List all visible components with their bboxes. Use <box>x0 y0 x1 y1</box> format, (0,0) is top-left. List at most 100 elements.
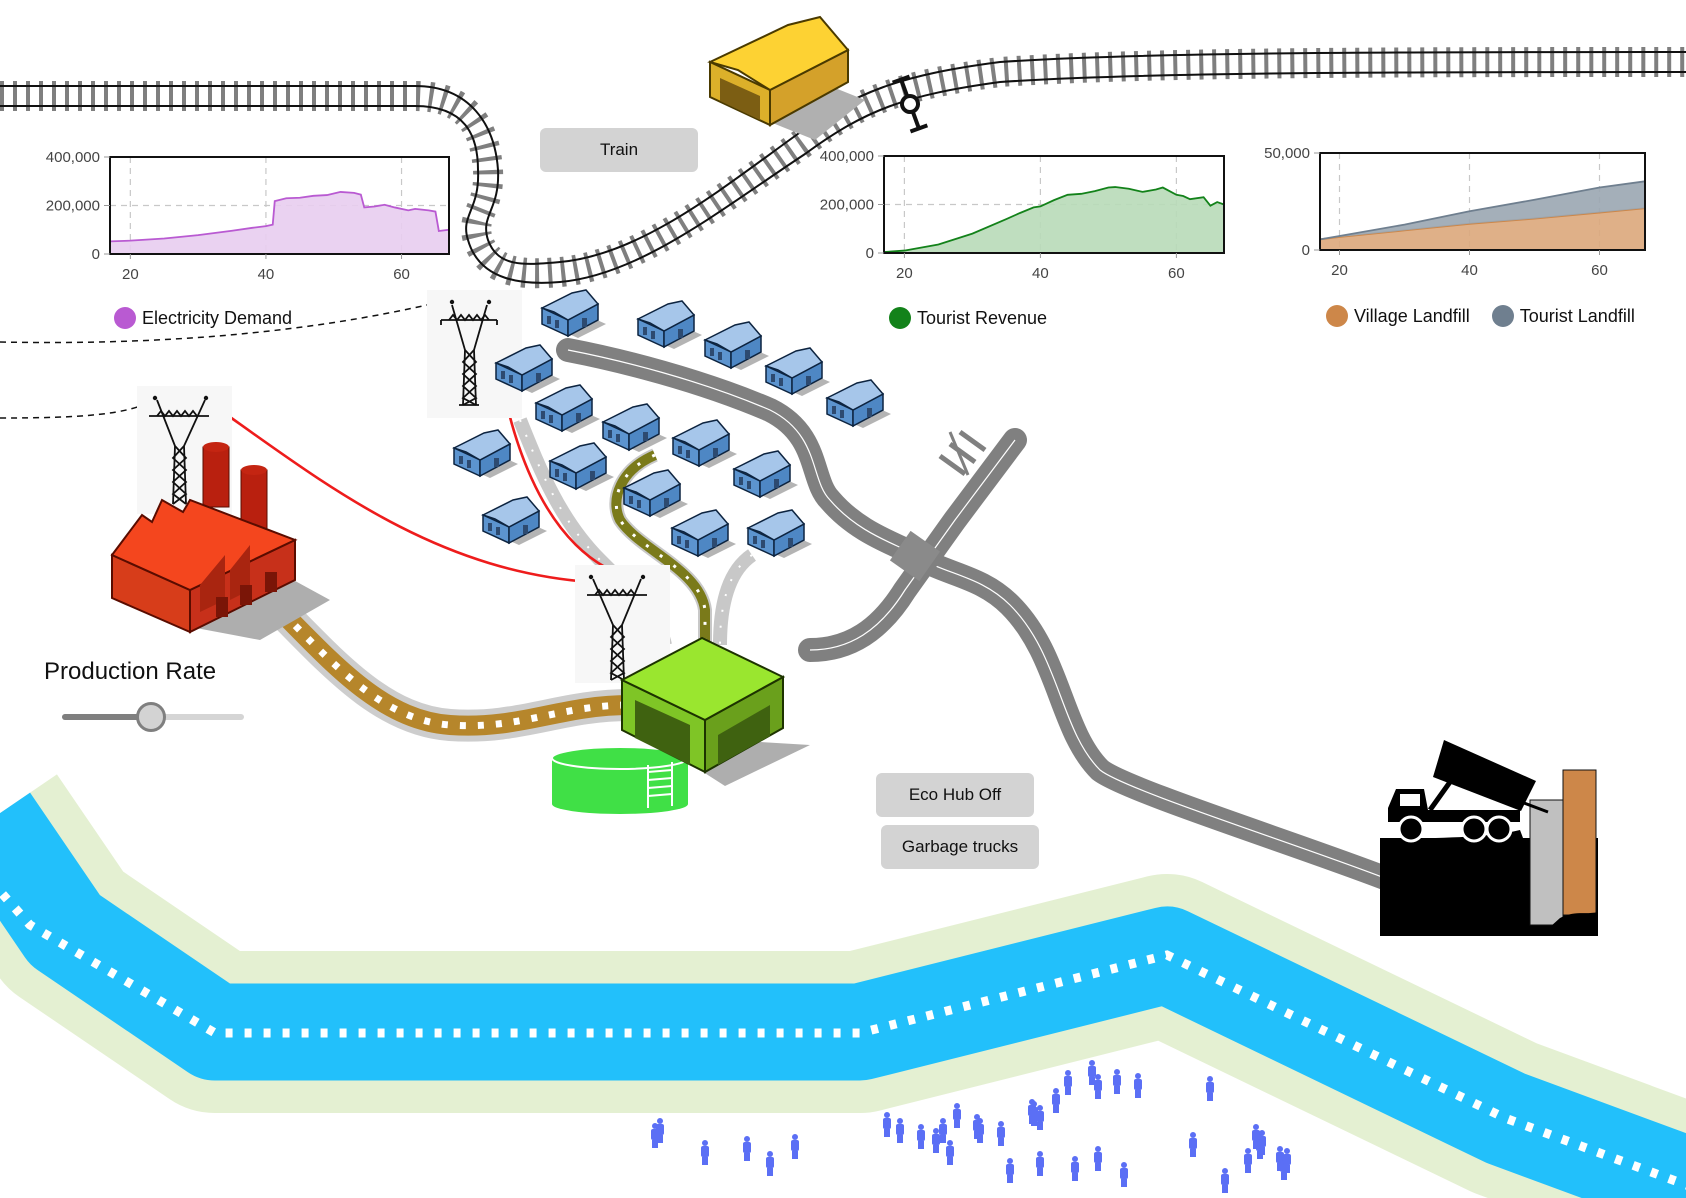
person-icon <box>1071 1156 1079 1181</box>
barn-icon[interactable] <box>707 15 865 140</box>
rail-track <box>0 47 1686 289</box>
legend-label: Electricity Demand <box>142 307 293 328</box>
x-tick-label: 20 <box>1331 262 1348 279</box>
y-tick-label: 400,000 <box>46 149 100 166</box>
legend-tourist-revenue: Tourist Revenue <box>889 307 1069 329</box>
water-tank-icon[interactable] <box>551 746 689 814</box>
person-icon <box>946 1140 954 1165</box>
tourist-landfill-bar <box>1562 769 1597 916</box>
factory-icon[interactable] <box>110 442 330 640</box>
house-icon[interactable] <box>670 509 736 558</box>
series-area-village-landfill <box>1320 208 1645 250</box>
house-icon[interactable] <box>746 509 812 558</box>
x-tick-label: 60 <box>1591 262 1608 279</box>
road-network <box>556 338 1402 892</box>
series-line-electricity-demand <box>109 191 450 243</box>
parking-bay <box>938 429 987 477</box>
river <box>0 774 1686 1198</box>
house-icon[interactable] <box>494 344 560 393</box>
x-tick-label: 60 <box>1168 265 1185 282</box>
tourist-crowd <box>651 1060 1291 1193</box>
person-icon <box>1006 1158 1014 1183</box>
slider-thumb[interactable] <box>136 702 167 732</box>
series-area-tourist-landfill <box>1320 181 1645 240</box>
slider-fill <box>62 714 152 720</box>
house-icon[interactable] <box>481 496 547 545</box>
person-icon <box>1036 1151 1044 1176</box>
production-rate-label: Production Rate <box>44 658 217 685</box>
rail-left <box>0 51 1686 265</box>
legend-landfill: Village Landfill Tourist Landfill <box>1326 305 1657 327</box>
house-icon[interactable] <box>540 289 606 338</box>
house-icon[interactable] <box>732 450 798 499</box>
garbage-trucks-button[interactable]: Garbage trucks <box>881 825 1039 869</box>
person-icon <box>1206 1076 1214 1101</box>
legend-swatch <box>1491 305 1514 327</box>
legend-label: Tourist Revenue <box>917 307 1048 328</box>
person-icon <box>896 1118 904 1143</box>
house-icon[interactable] <box>703 321 769 370</box>
house-icon[interactable] <box>671 419 737 468</box>
power-pylon-icon[interactable] <box>427 290 522 418</box>
person-icon <box>1113 1069 1121 1094</box>
x-tick-label: 20 <box>122 266 139 283</box>
legend-item: Electricity Demand <box>114 307 292 329</box>
house-icon[interactable] <box>548 442 614 491</box>
person-icon <box>743 1136 751 1161</box>
x-tick-label: 40 <box>258 266 275 283</box>
person-icon <box>1064 1070 1072 1095</box>
person-icon <box>932 1128 940 1153</box>
legend-swatch <box>1326 305 1348 327</box>
y-tick-label: 400,000 <box>820 148 874 165</box>
x-tick-label: 60 <box>393 266 410 283</box>
legend-swatch <box>889 307 911 329</box>
series-line-tourist-landfill <box>1319 180 1646 241</box>
eco-hub-icon[interactable] <box>619 636 810 786</box>
house-icon[interactable] <box>534 384 600 433</box>
legend-electricity: Electricity Demand <box>114 307 314 329</box>
x-tick-label: 40 <box>1461 262 1478 279</box>
x-tick-label: 20 <box>896 265 913 282</box>
house-icon[interactable] <box>622 469 688 518</box>
house-icon[interactable] <box>825 379 891 428</box>
person-icon <box>1283 1148 1291 1173</box>
person-icon <box>953 1103 961 1128</box>
railway <box>0 47 1686 289</box>
person-icon <box>1094 1074 1102 1099</box>
legend-label: Village Landfill <box>1354 305 1470 326</box>
rail-right <box>0 71 1686 284</box>
person-icon <box>1036 1105 1044 1130</box>
eco-hub-toggle-button[interactable]: Eco Hub Off <box>876 773 1034 817</box>
house-icon[interactable] <box>452 429 518 478</box>
active-power-line <box>205 398 591 584</box>
person-icon <box>1244 1148 1252 1173</box>
legend-swatch <box>114 307 136 329</box>
person-icon <box>1094 1146 1102 1171</box>
person-icon <box>701 1140 709 1165</box>
train-button[interactable]: Train <box>540 128 698 172</box>
river-water <box>0 792 1686 1198</box>
village-landfill-bar <box>1529 799 1564 926</box>
legend-label: Tourist Landfill <box>1519 305 1635 326</box>
power-lines <box>0 301 641 584</box>
house-icon[interactable] <box>601 403 667 452</box>
rail-signal-icon[interactable] <box>891 74 929 134</box>
person-icon <box>1120 1162 1128 1187</box>
y-tick-label: 50,000 <box>1264 145 1310 162</box>
person-icon <box>1088 1060 1096 1085</box>
y-tick-label: 0 <box>1302 242 1310 259</box>
production-rate-slider[interactable] <box>62 702 244 732</box>
person-icon <box>939 1118 947 1143</box>
house-icon[interactable] <box>636 300 702 349</box>
landfill-truck-icon[interactable] <box>1380 740 1598 936</box>
house-icon[interactable] <box>764 347 830 396</box>
supply-belt <box>258 588 631 742</box>
person-icon <box>883 1112 891 1137</box>
village-houses <box>452 289 891 558</box>
person-icon <box>656 1118 664 1143</box>
person-icon <box>1221 1168 1229 1193</box>
person-icon <box>997 1121 1005 1146</box>
